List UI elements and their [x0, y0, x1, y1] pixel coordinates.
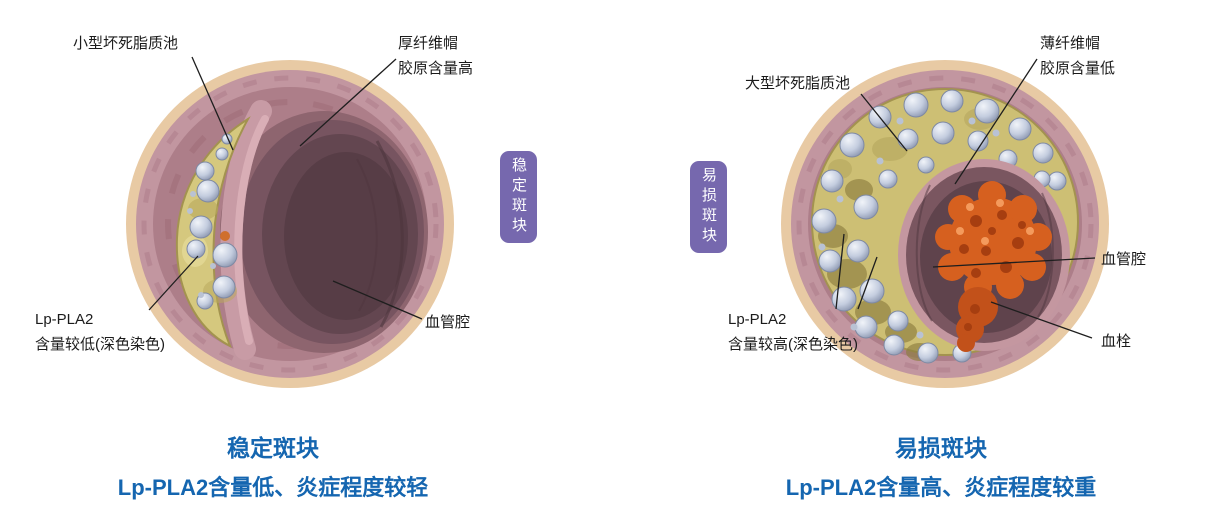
- label-large-lipid-pool: 大型坏死脂质池: [745, 75, 851, 92]
- caption-vulnerable: 易损斑块 Lp-PLA2含量高、炎症程度较重: [706, 429, 1176, 502]
- label-small-lipid-pool: 小型坏死脂质池: [73, 35, 179, 52]
- label-thrombus: 血栓: [1101, 333, 1132, 350]
- label-thick-fibrous-cap: 厚纤维帽 胶原含量高: [398, 31, 473, 81]
- caption-vulnerable-subtitle: Lp-PLA2含量高、炎症程度较重: [785, 475, 1097, 500]
- label-thick-fibrous-cap-line2: 胶原含量高: [398, 60, 474, 77]
- caption-stable-title: 稳定斑块: [227, 435, 319, 461]
- label-lumen-stable: 血管腔: [425, 314, 471, 331]
- label-thick-fibrous-cap-line1: 厚纤维帽: [398, 35, 459, 52]
- label-lp-pla2-low: Lp-PLA2 含量较低(深色染色): [35, 307, 165, 357]
- label-lumen-vulnerable: 血管腔: [1101, 251, 1147, 268]
- label-lp-pla2-high-line1: Lp-PLA2: [728, 311, 787, 328]
- label-thin-fibrous-cap-line2: 胶原含量低: [1040, 60, 1116, 77]
- label-thin-fibrous-cap-line1: 薄纤维帽: [1040, 35, 1101, 52]
- vulnerable-plaque-badge: 易损斑块: [690, 161, 727, 253]
- label-thin-fibrous-cap: 薄纤维帽 胶原含量低: [1040, 31, 1115, 81]
- caption-stable: 稳定斑块 Lp-PLA2含量低、炎症程度较轻: [38, 429, 508, 502]
- label-lp-pla2-low-line2: 含量较低(深色染色): [35, 336, 165, 353]
- caption-vulnerable-title: 易损斑块: [895, 435, 987, 461]
- label-lp-pla2-high: Lp-PLA2 含量较高(深色染色): [728, 307, 858, 357]
- label-lp-pla2-low-line1: Lp-PLA2: [35, 311, 94, 328]
- artery-cross-section-stable: [126, 60, 454, 388]
- label-lp-pla2-high-line2: 含量较高(深色染色): [728, 336, 858, 353]
- caption-stable-subtitle: Lp-PLA2含量低、炎症程度较轻: [117, 475, 429, 500]
- stable-plaque-badge: 稳定斑块: [500, 151, 537, 243]
